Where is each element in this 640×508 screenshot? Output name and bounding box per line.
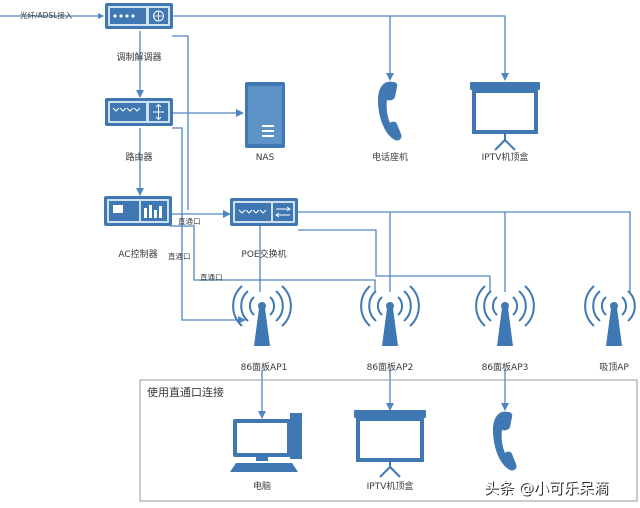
phone-icon (378, 81, 402, 141)
phone-icon-bottom (493, 411, 517, 471)
watermark-shadow: 头条 @小可乐呆滴 (485, 480, 610, 498)
edge-label-direct1: 直通口 (178, 216, 201, 226)
edge-label-direct3: 直通口 (200, 272, 223, 282)
iptv-screen-icon-bottom (354, 410, 426, 478)
ceiling-ap-label: 吸顶AP (599, 362, 629, 373)
ap2-label: 86面板AP2 (367, 361, 414, 373)
line-modem-trunk (172, 35, 189, 210)
input-label: 光纤/ADSL接入 (20, 10, 73, 20)
nas-label: NAS (256, 153, 275, 163)
connections (0, 13, 631, 419)
router-icon (105, 98, 173, 126)
ceiling-ap-wifi-icon (584, 285, 636, 346)
nas-icon (245, 82, 285, 148)
line-modem-phone (172, 15, 394, 81)
ap1-label: 86面板AP1 (241, 361, 288, 373)
modem-label: 调制解调器 (116, 51, 161, 63)
watermark: 头条 @小可乐呆滴 (484, 479, 609, 497)
line-poe-ap3b (298, 229, 491, 292)
poe-label: POE交换机 (241, 248, 286, 260)
ap1-wifi-icon (232, 285, 292, 346)
pc-icon (230, 413, 302, 472)
direct-port-group-box (139, 379, 638, 502)
ap2-wifi-icon (360, 285, 420, 346)
pc-label: 电脑 (253, 480, 271, 492)
iptv-label: IPTV机顶盒 (482, 151, 529, 163)
line-poe-ceiling (298, 211, 631, 292)
ap3-label: 86面板AP3 (482, 361, 529, 373)
iptv-screen-icon (470, 82, 540, 151)
poe-switch-icon (230, 198, 298, 226)
edge-label-direct2: 直通口 (168, 251, 191, 261)
iptv2-label: IPTV机顶盒 (367, 480, 414, 492)
ac-label: AC控制器 (118, 248, 157, 260)
modem-icon (105, 3, 173, 29)
ac-controller-icon (104, 196, 172, 226)
group-box-title: 使用直通口连接 (147, 385, 224, 399)
line-modem-iptv (390, 15, 509, 81)
router-label: 路由器 (125, 151, 152, 163)
line-router-ap1 (172, 127, 246, 324)
phone-label: 电话座机 (372, 151, 408, 163)
ap3-wifi-icon (475, 285, 535, 346)
line-ac-ap2 (170, 225, 376, 292)
